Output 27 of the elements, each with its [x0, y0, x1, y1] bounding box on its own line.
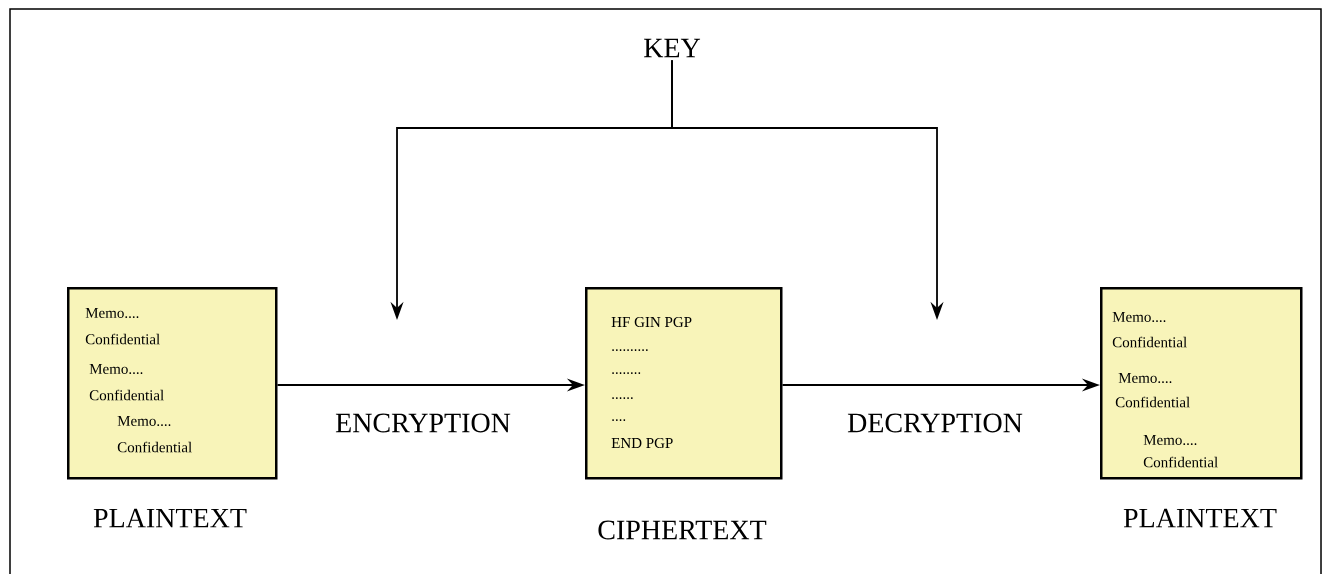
document-line: Memo.... — [85, 308, 139, 319]
document-box — [1100, 287, 1303, 480]
document-line: Confidential — [1143, 456, 1218, 468]
document-line: Memo.... — [89, 364, 143, 375]
document-line: Memo.... — [1112, 312, 1166, 323]
document-line: .......... — [612, 349, 648, 351]
document-line: HF GIN PGP — [611, 316, 692, 328]
edge-label: ENCRYPTION — [333, 411, 513, 435]
document-line: Confidential — [1115, 396, 1190, 408]
edge-label: DECRYPTION — [845, 411, 1025, 435]
document-line: Confidential — [89, 389, 164, 401]
document-line: Confidential — [1112, 336, 1187, 348]
box-caption: PLAINTEXT — [1123, 508, 1277, 528]
document-line: Confidential — [85, 333, 160, 345]
document-line: .... — [612, 419, 626, 421]
document-line: Memo.... — [117, 416, 171, 427]
document-line: Memo.... — [1118, 373, 1172, 384]
document-box — [585, 287, 783, 480]
document-line: Confidential — [117, 441, 192, 453]
box-caption: PLAINTEXT — [93, 508, 247, 528]
document-line: Memo.... — [1143, 435, 1197, 446]
box-caption: CIPHERTEXT — [598, 520, 767, 540]
document-line: END PGP — [611, 437, 673, 449]
key-label: KEY — [644, 38, 701, 58]
document-line: ...... — [612, 397, 633, 399]
document-line: ........ — [612, 372, 641, 374]
document-box — [67, 287, 278, 480]
